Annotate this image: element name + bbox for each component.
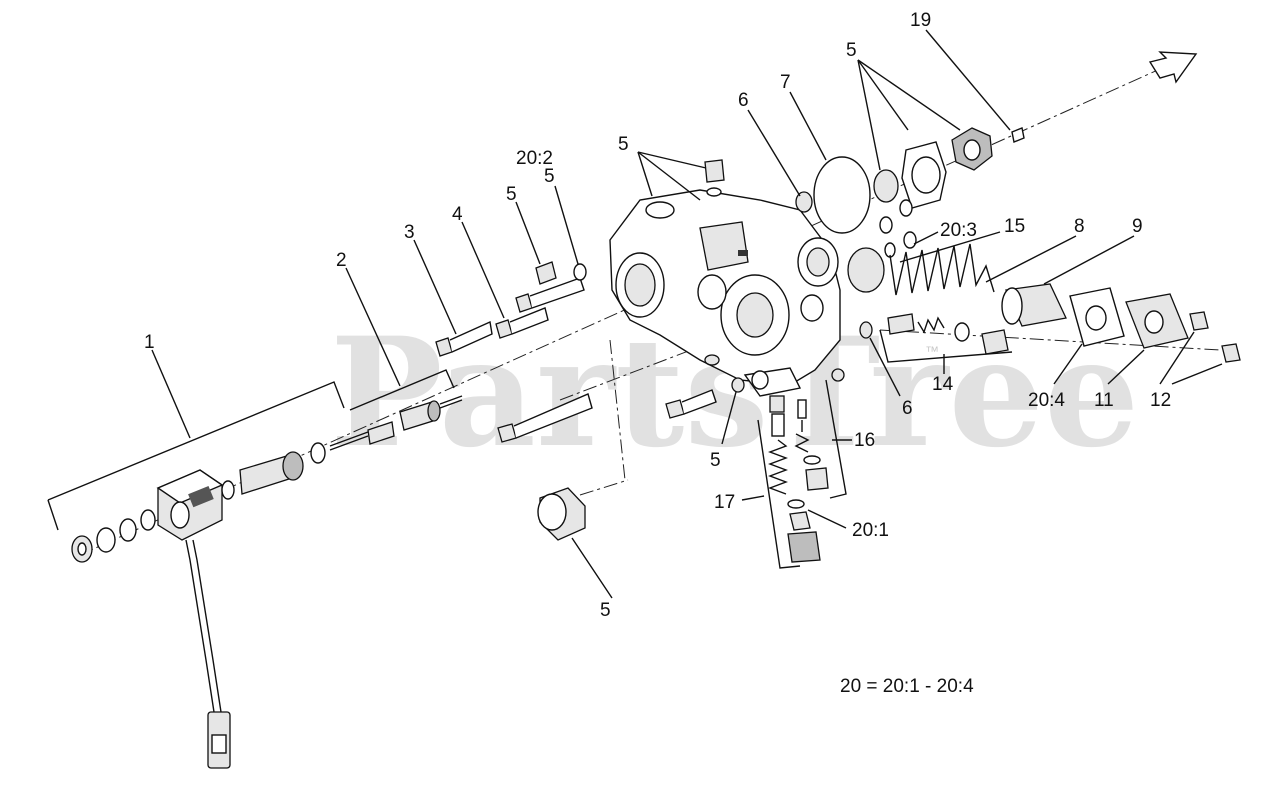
valve-housing-icon: [609, 189, 841, 397]
direction-arrow-icon: [1148, 51, 1198, 84]
callout-5-stem-oring: 5: [544, 166, 555, 187]
stem-plug-top: [704, 159, 725, 197]
callout-5-bottom-fitting: 5: [710, 450, 721, 471]
callout-6-top: 6: [738, 90, 749, 111]
cap-5: [537, 487, 586, 541]
callout-5-cap: 5: [600, 600, 611, 621]
check-valve-14: [859, 313, 1009, 355]
valve-stack: [768, 395, 829, 563]
callout-19: 19: [910, 10, 931, 31]
bushing-6-top: [795, 191, 813, 213]
callout-8: 8: [1074, 216, 1085, 237]
bracket-1-drop: [47, 499, 59, 531]
bolt-3: [435, 320, 493, 357]
callout-7: 7: [780, 72, 791, 93]
long-bolt-center: [497, 393, 593, 443]
callout-16: 16: [854, 430, 875, 451]
callout-20-3: 20:3: [940, 220, 977, 241]
callout-20-2: 20:2: [516, 148, 553, 169]
callout-20-1: 20:1: [852, 520, 889, 541]
solenoid-coil-icon: [156, 469, 224, 541]
callout-14: 14: [932, 374, 954, 395]
cover-11: [1125, 293, 1189, 349]
gasket-20-4: [1069, 287, 1125, 347]
small-orings: [879, 199, 917, 258]
watermark-trademark: ™: [925, 343, 939, 359]
callout-labels: 1 2 3 4 5 5 20:2 5 6 7 5 19 20:3 15 8 9 …: [144, 10, 1171, 621]
callout-4: 4: [452, 204, 463, 225]
callout-6-right: 6: [902, 398, 913, 419]
bracket-2: [349, 369, 455, 411]
bolts-12: [1189, 311, 1241, 363]
callout-17: 17: [714, 492, 735, 513]
solenoid-assembly: [71, 431, 369, 769]
callout-5-housing-top: 5: [618, 134, 629, 155]
callout-9: 9: [1132, 216, 1143, 237]
spring-15: [847, 243, 995, 296]
bracket-16: [825, 379, 847, 499]
gear-set: [873, 127, 1025, 209]
bolt-5-long: [515, 277, 585, 313]
callout-11: 11: [1094, 390, 1114, 411]
callout-5-gear-trio: 5: [846, 40, 857, 61]
callout-20-4: 20:4: [1028, 390, 1065, 411]
bracket-17: [757, 419, 801, 569]
plug-5: [535, 261, 587, 285]
bolt-center-short: [665, 389, 717, 419]
callout-5-stem-bolt: 5: [506, 184, 517, 205]
callout-15: 15: [1004, 216, 1025, 237]
sleeve-8: [1001, 283, 1067, 327]
callout-1: 1: [144, 332, 155, 353]
o-ring-7: [813, 156, 871, 234]
cartridge-2: [367, 395, 463, 445]
footnote-20-definition: 20 = 20:1 - 20:4: [840, 676, 974, 697]
leader-lines: [151, 29, 1223, 599]
bracket-1: [47, 381, 345, 501]
callout-2: 2: [336, 250, 347, 271]
small-fittings: [704, 354, 845, 393]
bracket-14: [879, 329, 1013, 363]
bolt-4: [495, 307, 549, 339]
callout-12: 12: [1150, 390, 1171, 411]
callout-3: 3: [404, 222, 415, 243]
